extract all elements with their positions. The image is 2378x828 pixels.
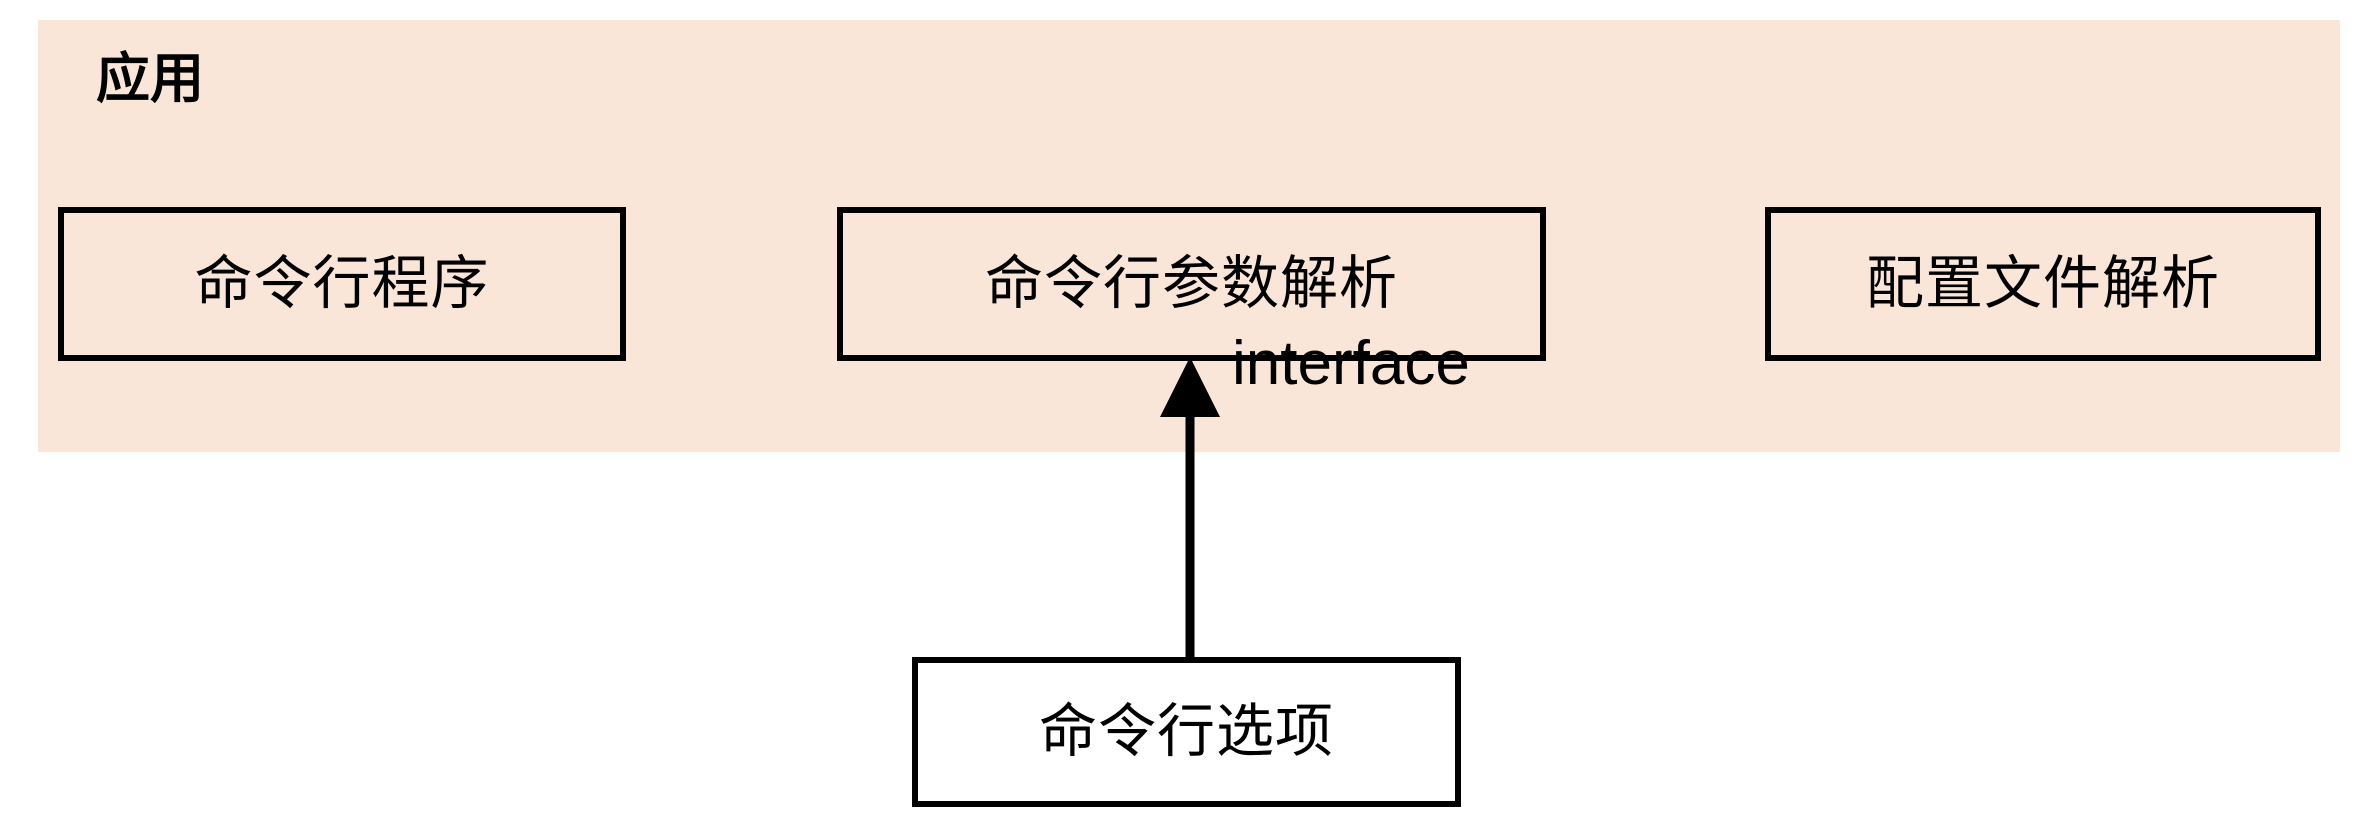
- node-cli-program-label: 命令行程序: [194, 251, 490, 316]
- node-cli-option-label: 命令行选项: [1038, 699, 1334, 764]
- node-arg-parse-label: 命令行参数解析: [984, 251, 1398, 316]
- edge-label-interface: interface: [1232, 329, 1470, 398]
- node-cli-option[interactable]: 命令行选项: [912, 657, 1461, 807]
- application-layer-title: 应用: [96, 49, 204, 109]
- node-config-parse-label: 配置文件解析: [1865, 251, 2220, 316]
- node-config-parse[interactable]: 配置文件解析: [1765, 207, 2321, 361]
- node-cli-program[interactable]: 命令行程序: [58, 207, 626, 361]
